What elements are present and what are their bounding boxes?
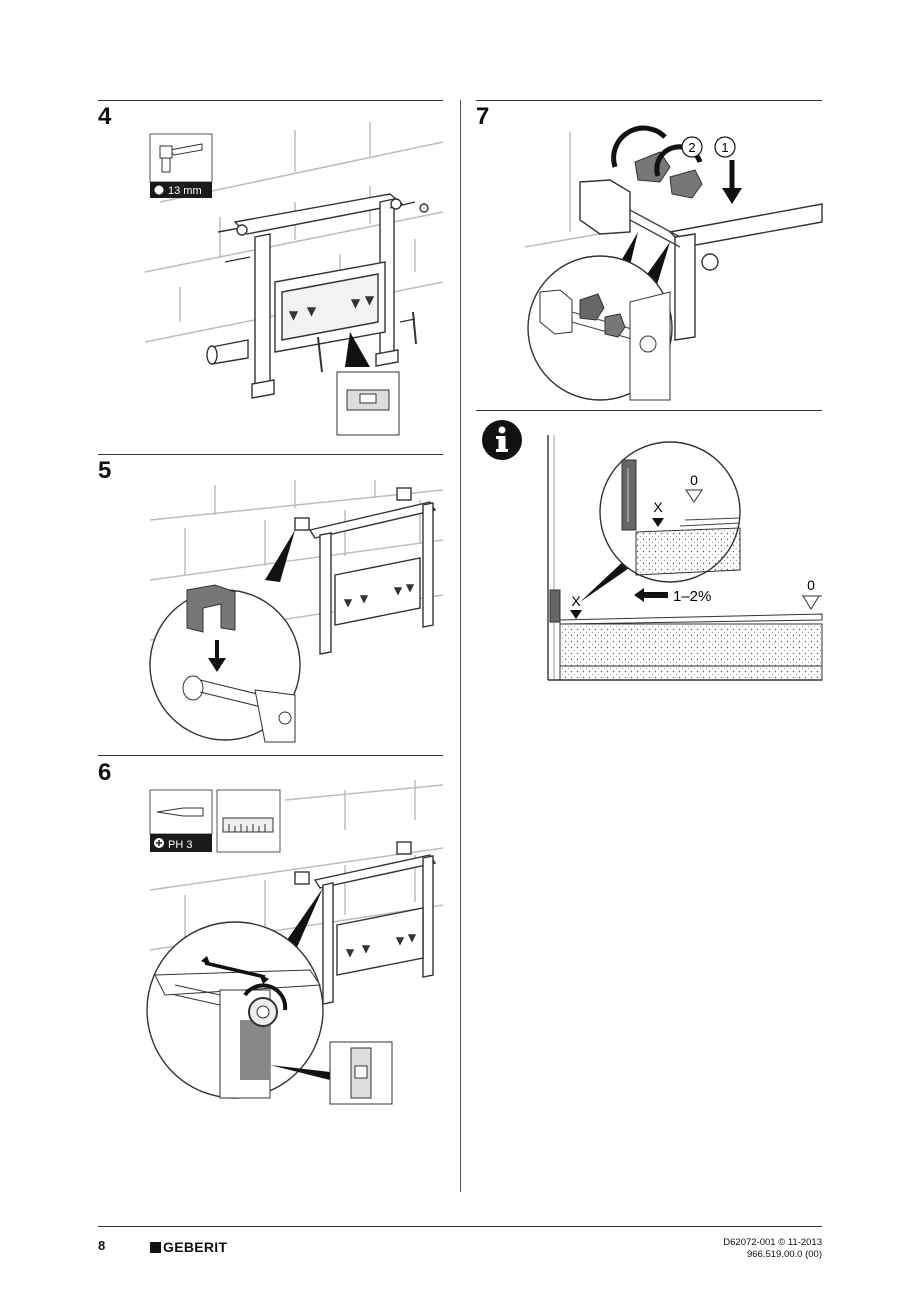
mounting-frame [294, 841, 437, 1005]
mounting-frame [206, 193, 429, 399]
svg-text:X: X [653, 499, 663, 515]
callout-1: 1 [714, 136, 736, 158]
brand-square-icon [150, 1241, 161, 1253]
detail-circle: X 0 [599, 441, 741, 583]
adjustment-detail-circle [146, 921, 324, 1099]
nut-detail-circle [527, 255, 673, 401]
spirit-level-detail [336, 371, 400, 436]
rule-step-4 [98, 100, 443, 101]
floor-slope-illustration: X 0 1–2% X 0 [547, 435, 823, 681]
rule-step-5 [98, 454, 443, 455]
rule-step-6 [98, 755, 443, 756]
tile-wall [149, 480, 444, 641]
zoom-pointer [280, 888, 323, 952]
tool-size-label: 13 mm [168, 185, 202, 197]
svg-text:1: 1 [721, 140, 728, 155]
zoom-pointer [270, 1065, 330, 1080]
page-number: 8 [98, 1238, 106, 1253]
nut-icon [634, 151, 703, 199]
rule-info [476, 410, 822, 411]
step-4-illustration: 13 mm [144, 122, 444, 436]
frame-corner [579, 179, 823, 341]
callout-2: 2 [681, 136, 703, 158]
wall-section [547, 435, 561, 680]
wrench-tool-icon: 13 mm [149, 133, 213, 198]
column-divider [460, 100, 461, 1192]
step-number-7: 7 [476, 103, 490, 130]
cap-detail-circle [149, 584, 301, 743]
floor-layers [548, 613, 823, 681]
brand-name: GEBERIT [163, 1239, 228, 1255]
tool-size-label: PH 3 [168, 839, 192, 851]
doc-ref: D62072-001 © 11-2013 [723, 1237, 822, 1248]
mounting-frame [294, 487, 437, 655]
step-5-illustration [149, 480, 444, 743]
svg-text:1–2%: 1–2% [673, 588, 711, 605]
level-marker-x-bottom: X [570, 593, 582, 619]
ruler-tool-icon [216, 789, 281, 853]
step-6-illustration: PH 3 [146, 780, 444, 1105]
zoom-pointer [580, 555, 638, 602]
zoom-pointer [345, 332, 370, 367]
tile-wall [524, 132, 611, 248]
article-ref: 966.519.00.0 (00) [746, 1249, 822, 1260]
screwdriver-tool-icon: PH 3 [149, 789, 213, 852]
step-number-4: 4 [98, 103, 112, 130]
step-7-illustration: 2 1 [524, 125, 823, 401]
svg-text:2: 2 [688, 140, 695, 155]
rule-footer [98, 1226, 822, 1227]
document-reference: D62072-001 © 11-2013 966.519.00.0 (00) [723, 1237, 822, 1261]
svg-text:X: X [571, 593, 581, 609]
step-number-5: 5 [98, 457, 112, 484]
svg-text:0: 0 [690, 472, 698, 488]
zoom-pointer [265, 530, 295, 582]
step-number-6: 6 [98, 759, 112, 786]
spirit-level-detail [329, 1041, 393, 1105]
info-icon [482, 420, 522, 460]
brand-logo: GEBERIT [150, 1239, 227, 1255]
slope-indicator: 1–2% [634, 588, 711, 605]
level-marker-zero-bottom: 0 [802, 577, 822, 610]
rule-step-7 [476, 100, 822, 101]
svg-text:0: 0 [807, 577, 815, 593]
